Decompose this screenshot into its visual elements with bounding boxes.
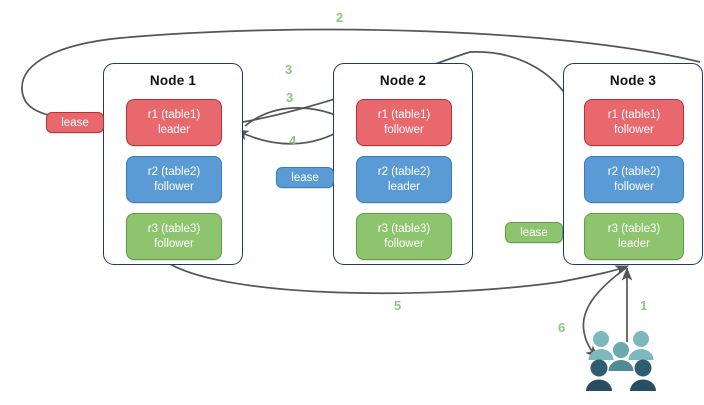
step-label-1: 1 <box>640 298 648 313</box>
replica-name: r2 (table2) <box>607 166 661 179</box>
replica-role: follower <box>154 237 194 250</box>
replica-name: r2 (table2) <box>377 166 431 179</box>
replica-chip-r1[interactable]: r1 (table1) leader <box>126 99 222 146</box>
replica-chip-r3[interactable]: r3 (table3) follower <box>126 213 222 260</box>
lease-chip-red[interactable]: lease <box>46 112 104 133</box>
step-label-2: 2 <box>336 10 344 25</box>
replica-chip-r3[interactable]: r3 (table3) follower <box>356 213 452 260</box>
lease-chip-blue[interactable]: lease <box>276 167 334 188</box>
replica-name: r1 (table1) <box>147 109 201 122</box>
replica-chip-r2[interactable]: r2 (table2) follower <box>584 156 684 203</box>
arrow-step-2 <box>21 28 701 127</box>
replica-name: r3 (table3) <box>607 223 661 236</box>
replica-name: r1 (table1) <box>377 109 431 122</box>
replica-role: leader <box>158 123 190 136</box>
replica-role: follower <box>384 123 424 136</box>
node-title: Node 3 <box>609 73 657 88</box>
arrow-step-6 <box>582 267 627 359</box>
node-container-3[interactable]: Node 3 r1 (table1) follower r2 (table2) … <box>563 63 703 265</box>
replica-name: r3 (table3) <box>377 223 431 236</box>
node-container-2[interactable]: Node 2 r1 (table1) follower r2 (table2) … <box>333 63 473 265</box>
step-label-6: 6 <box>558 320 566 335</box>
users-group-icon <box>586 331 656 391</box>
replica-role: follower <box>614 123 654 136</box>
node-title: Node 1 <box>149 73 197 88</box>
step-label-3-upper: 3 <box>285 62 293 77</box>
replica-chip-r1[interactable]: r1 (table1) follower <box>356 99 452 146</box>
replica-role: follower <box>384 237 424 250</box>
replica-role: follower <box>154 180 194 193</box>
arrow-step-3-to-node3 <box>242 51 579 123</box>
replica-name: r2 (table2) <box>147 166 201 179</box>
replica-role: leader <box>388 180 420 193</box>
lease-chip-green[interactable]: lease <box>505 222 563 243</box>
replica-chip-r2[interactable]: r2 (table2) leader <box>356 156 452 203</box>
replica-name: r1 (table1) <box>607 109 661 122</box>
replica-chip-r2[interactable]: r2 (table2) follower <box>126 156 222 203</box>
replica-role: leader <box>618 237 650 250</box>
node-container-1[interactable]: Node 1 r1 (table1) leader r2 (table2) fo… <box>103 63 243 265</box>
replica-chip-r1[interactable]: r1 (table1) follower <box>584 99 684 146</box>
step-label-3-lower: 3 <box>286 90 294 105</box>
lease-label: lease <box>291 171 319 184</box>
replica-role: follower <box>614 180 654 193</box>
node-title: Node 2 <box>379 73 427 88</box>
replica-chip-r3[interactable]: r3 (table3) leader <box>584 213 684 260</box>
lease-label: lease <box>61 116 89 129</box>
lease-label: lease <box>520 226 548 239</box>
step-label-4: 4 <box>289 133 297 148</box>
replica-name: r3 (table3) <box>147 223 201 236</box>
arrow-step-5 <box>169 263 629 295</box>
step-label-5: 5 <box>394 298 402 313</box>
